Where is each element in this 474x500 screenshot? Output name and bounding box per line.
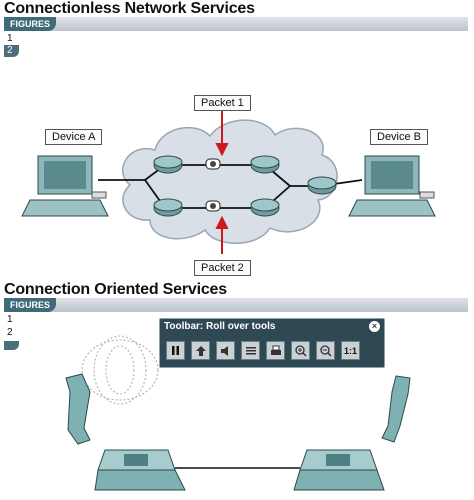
sound-waves (81, 335, 159, 405)
speaker-icon[interactable] (216, 341, 235, 360)
toolbar-title: Toolbar: Roll over tools (164, 321, 276, 332)
figure-3-tab[interactable] (4, 341, 19, 350)
computer-icon-device-b (348, 155, 436, 217)
packet-1-label: Packet 1 (194, 95, 251, 111)
packet-2-label: Packet 2 (194, 260, 251, 276)
router-icon (307, 176, 337, 195)
connection-oriented-diagram (65, 335, 411, 491)
section-title-connectionless: Connectionless Network Services (4, 0, 255, 17)
figures-bar (4, 17, 468, 31)
figure-1-link[interactable]: 1 (7, 314, 13, 325)
close-icon[interactable]: × (369, 321, 380, 332)
phone-icon-right (293, 449, 385, 491)
figures-tab: FIGURES (4, 298, 57, 312)
router-icon (153, 155, 183, 174)
section-title-connection-oriented: Connection Oriented Services (4, 281, 227, 298)
pause-icon[interactable] (166, 341, 185, 360)
phone-icon-left (94, 449, 186, 491)
packet-icon (205, 200, 221, 212)
step-icon[interactable] (191, 341, 210, 360)
network-cloud (121, 119, 338, 244)
zoom-in-icon[interactable] (291, 341, 310, 360)
arrow-icons (215, 110, 229, 254)
actual-size-icon[interactable]: 1:1 (341, 341, 360, 360)
figure-1-link[interactable]: 1 (7, 33, 13, 44)
router-icon (250, 155, 280, 174)
handset-icon-left (65, 373, 91, 445)
zoom-out-icon[interactable] (316, 341, 335, 360)
connectionless-diagram (21, 110, 436, 254)
figure-2-link[interactable]: 2 (4, 45, 19, 57)
handset-icon-right (381, 375, 411, 443)
figure-2-link[interactable]: 2 (7, 327, 13, 338)
packet-icon (205, 158, 221, 170)
router-icon (153, 198, 183, 217)
text-icon[interactable] (241, 341, 260, 360)
toolbar-panel: Toolbar: Roll over tools × 1:1 (159, 318, 385, 368)
print-icon[interactable] (266, 341, 285, 360)
device-a-label: Device A (45, 129, 103, 145)
figures-bar (4, 298, 468, 312)
router-icon (250, 198, 280, 217)
figures-tab: FIGURES (4, 17, 57, 31)
computer-icon-device-a (21, 155, 109, 217)
device-b-label: Device B (370, 129, 429, 145)
router-icons (153, 155, 337, 217)
